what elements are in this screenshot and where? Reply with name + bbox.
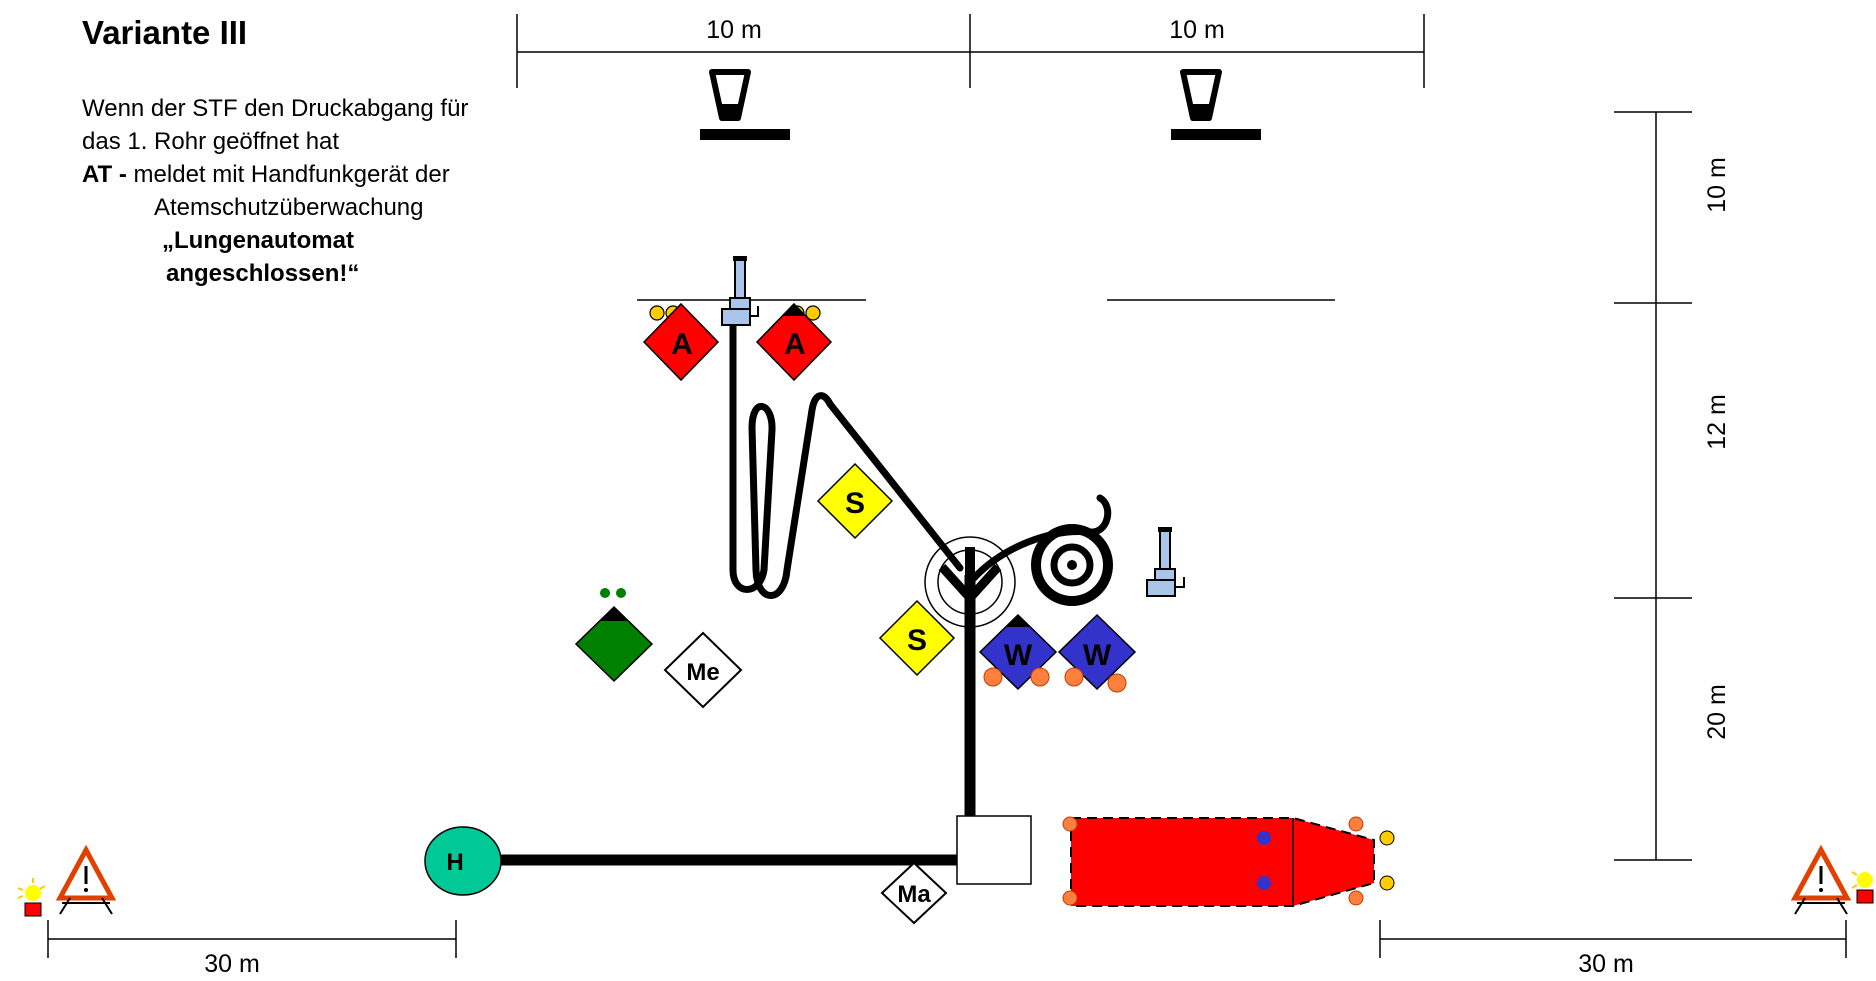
warning-triangle-icon (55, 844, 117, 915)
dim-right-bottom-label: 20 m (1703, 684, 1731, 740)
attack-hose (729, 316, 964, 599)
dimension-bottom-right (1379, 920, 1847, 958)
schlauchtrupp-label: S (907, 624, 927, 657)
role-label: AT - (82, 161, 127, 188)
warning-triangle-icon (1790, 844, 1852, 915)
schlauchtrupp-marker: S (878, 599, 956, 677)
fire-truck-icon (1062, 816, 1395, 907)
maschinist-marker: Ma (880, 861, 948, 925)
distributor-icon (924, 536, 1016, 628)
wassertrupp-label: W (1083, 639, 1112, 672)
instruction-line-6: angeschlossen!“ (166, 260, 360, 287)
dim-top-left-label: 10 m (706, 16, 762, 44)
angriffstrupp-marker: A (755, 302, 833, 382)
hydrant-label: H (446, 849, 463, 876)
instruction-text: Wenn der STF den Druckabgang für das 1. … (82, 92, 642, 290)
wassertrupp-label: W (1004, 639, 1033, 672)
instruction-line-4: Atemschutzüberwachung (154, 194, 424, 221)
schlauchtrupp-marker: S (816, 462, 894, 540)
nozzle-icon (721, 256, 759, 326)
dim-right-top-label: 10 m (1703, 157, 1731, 213)
dim-bottom-right-label: 30 m (1578, 950, 1634, 978)
instruction-line-1: Wenn der STF den Druckabgang für (82, 95, 469, 122)
rolled-hose-icon (1031, 524, 1113, 606)
warning-light-icon (1851, 871, 1874, 904)
dimension-bottom-left (47, 920, 457, 958)
angriffstrupp-label: A (671, 328, 693, 361)
maschinist-label: Ma (897, 881, 931, 908)
pump-icon (956, 815, 1032, 885)
angriffstrupp-marker: A (642, 302, 720, 382)
dimension-right (1614, 111, 1692, 861)
wassertrupp-marker: W (978, 613, 1058, 691)
hydrant-icon: H (424, 826, 502, 896)
wassertrupp-marker: W (1057, 613, 1137, 693)
dim-right-middle-label: 12 m (1703, 394, 1731, 450)
angriffstrupp-label: A (784, 328, 806, 361)
melder-marker: Me (663, 631, 743, 709)
dimension-top (516, 14, 1425, 88)
warning-light-icon (17, 878, 46, 917)
gruppenfuehrer-marker (574, 588, 654, 683)
instruction-line-3: AT - meldet mit Handfunkgerät der (82, 158, 642, 191)
nozzle-icon (1146, 527, 1185, 597)
page-title: Variante III (82, 14, 248, 51)
dim-top-right-label: 10 m (1169, 16, 1225, 44)
instruction-line-2: das 1. Rohr geöffnet hat (82, 128, 340, 155)
fire-container-icon (700, 69, 790, 140)
fire-container-icon (1171, 69, 1261, 140)
dim-bottom-left-label: 30 m (204, 950, 260, 978)
melder-label: Me (686, 659, 719, 686)
instruction-line-5: „Lungenautomat (162, 227, 354, 254)
schlauchtrupp-label: S (845, 487, 865, 520)
instruction-line-3-text: meldet mit Handfunkgerät der (126, 161, 450, 188)
